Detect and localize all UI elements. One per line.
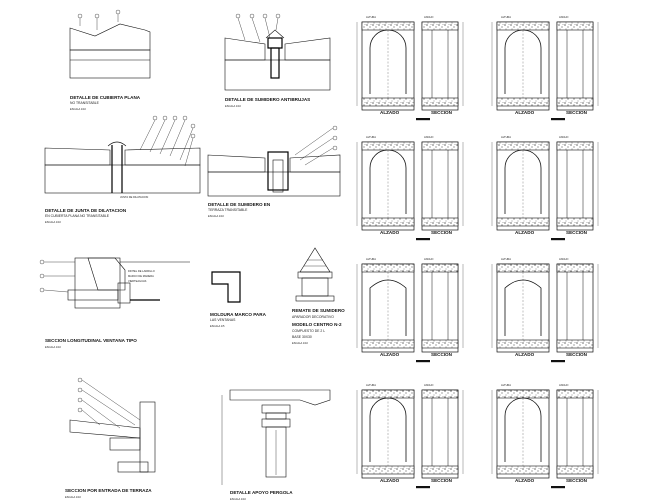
detail-terrace-entry: SECCION POR ENTRADA DE TERRAZA ESCALA 1/… (65, 377, 156, 499)
detail-4-title: DETALLE DE SUMIDERO EN (208, 202, 271, 207)
elevation-top-label: ALTURA (366, 383, 376, 387)
elevation-caption-front: ALZADO (380, 230, 400, 235)
scale-bar (416, 118, 430, 121)
scale-bar (416, 360, 430, 363)
detail-5-title: SECCION LONGITUDINAL VENTANA TIPO (45, 338, 137, 343)
detail-pergola-support: DETALLE APOYO PERGOLA ESCALA 1/10 (221, 389, 331, 501)
elevation-panel: ALTURA ANCHO ALZADO SECCION (491, 15, 599, 121)
detail-5-note-b: MARCO DE MADERA (128, 274, 154, 278)
callout-markers (39, 259, 75, 293)
detail-7-line5: BASE 30X30 (292, 335, 312, 339)
elevation-top-label: ANCHO (559, 257, 568, 261)
scale-bar (551, 486, 565, 489)
elevation-top-label: ANCHO (424, 15, 433, 19)
elevation-caption-front: ALZADO (515, 478, 535, 483)
elevation-panel: ALTURA ANCHO ALZADO SECCION (356, 15, 464, 121)
scale-bar (416, 486, 430, 489)
elevation-top-label: ANCHO (559, 15, 568, 19)
callout-markers (77, 377, 141, 429)
elevation-caption-side: SECCION (566, 230, 588, 235)
detail-6-subtitle: LAS VENTANAS (210, 318, 236, 322)
elevation-top-label: ANCHO (424, 135, 433, 139)
detail-9-title: DETALLE APOYO PERGOLA (230, 490, 293, 495)
elevation-caption-front: ALZADO (380, 352, 400, 357)
detail-6-scale: ESCALA 1/5 (210, 324, 225, 328)
scale-bar (551, 118, 565, 121)
detail-3-subtitle: EN CUBIERTA PLANA NO TRANSITABLE (45, 214, 110, 218)
detail-terrace-drain: DETALLE DE SUMIDERO EN TERRAZA TRANSITAB… (207, 125, 341, 218)
callout-markers (294, 125, 338, 166)
scale-bar (416, 238, 430, 241)
detail-3-title: DETALLE DE JUNTA DE DILATACION (45, 208, 127, 213)
detail-drain: DETALLE DE SUMIDERO ANTIBRUJAS ESCALA 1/… (224, 13, 331, 108)
window-frame-highlight (117, 282, 131, 304)
elevation-top-label: ALTURA (501, 383, 511, 387)
detail-1-subtitle: NO TRANSITABLE (70, 101, 100, 105)
detail-window-molding: MOLDURA MARCO PARA LAS VENTANAS ESCALA 1… (210, 271, 267, 328)
elevation-panel: ALTURA ANCHO ALZADO SECCION (491, 135, 599, 241)
elevation-caption-side: SECCION (431, 478, 453, 483)
detail-3-tag: JUNTA DE DILATACION (120, 195, 148, 199)
scale-bar (551, 360, 565, 363)
detail-5-note-a: DINTEL DE LADRILLO (128, 269, 155, 273)
detail-7-scale: ESCALA 1/10 (292, 341, 308, 345)
elevation-top-label: ALTURA (366, 257, 376, 261)
elevation-caption-front: ALZADO (515, 230, 535, 235)
elevation-top-label: ANCHO (424, 257, 433, 261)
detail-2-title: DETALLE DE SUMIDERO ANTIBRUJAS (225, 97, 310, 102)
detail-expansion-joint: JUNTA DE DILATACION DETALLE DE JUNTA DE … (44, 115, 201, 224)
elevation-caption-front: ALZADO (515, 352, 535, 357)
detail-8-scale: ESCALA 1/10 (65, 495, 81, 499)
detail-flat-roof: DETALLE DE CUBIERTA PLANA NO TRANSITABLE… (69, 9, 151, 111)
elevation-panel: ALTURA ANCHO ALZADO SECCION (491, 383, 599, 489)
detail-7-line2: APARADOR DECORATIVO (292, 315, 334, 319)
detail-5-scale: ESCALA 1/10 (45, 345, 61, 349)
detail-drain-finial: REMATE DE SUMIDERO APARADOR DECORATIVO M… (292, 247, 345, 345)
elevation-top-label: ALTURA (501, 15, 511, 19)
elevation-top-label: ALTURA (366, 15, 376, 19)
callout-markers (139, 115, 196, 167)
detail-1-title: DETALLE DE CUBIERTA PLANA (70, 95, 141, 100)
detail-7-title: REMATE DE SUMIDERO (292, 308, 345, 313)
elevation-caption-side: SECCION (431, 110, 453, 115)
elevation-panel: ALTURA ANCHO ALZADO SECCION (356, 257, 464, 363)
elevation-top-label: ANCHO (559, 135, 568, 139)
detail-5-note-c: VIERTEAGUAS (128, 279, 147, 283)
detail-7-line4: COMPUESTO DE 2 L (292, 329, 325, 333)
detail-9-scale: ESCALA 1/10 (230, 497, 246, 501)
elevation-caption-front: ALZADO (515, 110, 535, 115)
detail-8-title: SECCION POR ENTRADA DE TERRAZA (65, 488, 152, 493)
detail-3-scale: ESCALA 1/10 (45, 220, 61, 224)
elevation-top-label: ALTURA (501, 135, 511, 139)
elevation-panel: ALTURA ANCHO ALZADO SECCION (356, 383, 464, 489)
detail-2-scale: ESCALA 1/10 (225, 104, 241, 108)
elevation-caption-front: ALZADO (380, 478, 400, 483)
detail-4-subtitle: TERRAZA TRANSITABLE (208, 208, 248, 212)
window-elevation-grid: ALTURA ANCHO ALZADO SECCION ALTURA ANCHO ALZAD… (356, 15, 599, 489)
detail-6-title: MOLDURA MARCO PARA (210, 312, 267, 317)
elevation-caption-side: SECCION (566, 352, 588, 357)
elevation-caption-front: ALZADO (380, 110, 400, 115)
scale-bar (551, 238, 565, 241)
elevation-top-label: ANCHO (559, 383, 568, 387)
detail-7-line3: MODELO CENTRO N-2 (292, 322, 342, 327)
elevation-top-label: ALTURA (501, 257, 511, 261)
elevation-caption-side: SECCION (431, 352, 453, 357)
elevation-caption-side: SECCION (431, 230, 453, 235)
elevation-panel: ALTURA ANCHO ALZADO SECCION (356, 135, 464, 241)
elevation-top-label: ANCHO (424, 383, 433, 387)
detail-4-scale: ESCALA 1/10 (208, 214, 224, 218)
elevation-panel: ALTURA ANCHO ALZADO SECCION (491, 257, 599, 363)
callout-markers (235, 13, 281, 43)
elevation-caption-side: SECCION (566, 478, 588, 483)
detail-1-scale: ESCALA 1/10 (70, 107, 86, 111)
callout-markers (77, 9, 121, 30)
elevation-caption-side: SECCION (566, 110, 588, 115)
detail-window-section: DINTEL DE LADRILLO MARCO DE MADERA VIERT… (39, 257, 190, 349)
elevation-top-label: ALTURA (366, 135, 376, 139)
